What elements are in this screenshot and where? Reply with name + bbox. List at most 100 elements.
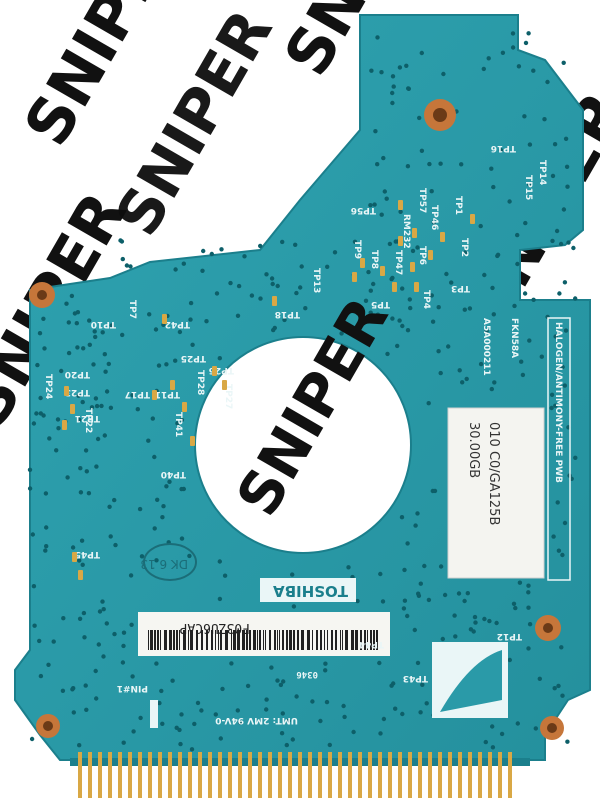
via — [43, 491, 49, 496]
connector-pin — [148, 752, 152, 798]
via — [55, 417, 61, 422]
tp-label: TP43 — [403, 673, 428, 683]
via — [566, 240, 571, 245]
barcode-bar — [257, 630, 258, 650]
via — [192, 721, 197, 727]
via — [539, 354, 544, 359]
tp-label: TP23 — [65, 387, 90, 397]
via — [275, 283, 280, 289]
connector-pin — [78, 752, 82, 798]
tp-label: TP56 — [351, 205, 376, 215]
via — [522, 114, 527, 119]
via — [417, 115, 422, 121]
barcode-bar — [289, 630, 292, 650]
via — [405, 541, 410, 546]
via — [363, 298, 369, 303]
barcode-bar — [231, 630, 232, 650]
tp-label: TP45 — [75, 549, 100, 559]
connector-pin — [368, 752, 372, 798]
via — [491, 184, 496, 190]
via — [401, 606, 407, 611]
via — [429, 189, 434, 194]
via-holes — [27, 31, 578, 752]
via — [170, 678, 175, 683]
via — [397, 318, 402, 323]
connector-pin — [108, 752, 112, 798]
via — [179, 712, 184, 717]
barcode-bar — [274, 630, 276, 650]
connector-pin — [188, 752, 192, 798]
via — [291, 604, 297, 609]
tp-label: TP18 — [275, 309, 300, 319]
via — [294, 694, 299, 699]
via — [422, 563, 427, 569]
via — [341, 703, 346, 709]
via — [472, 614, 478, 620]
smd-pad — [380, 266, 385, 276]
via — [94, 696, 99, 701]
via — [293, 242, 298, 247]
via — [93, 334, 98, 340]
via — [419, 148, 425, 153]
via — [178, 741, 183, 747]
via — [112, 631, 117, 637]
via — [187, 553, 192, 559]
via — [400, 323, 405, 329]
via — [219, 247, 224, 252]
via — [481, 66, 486, 72]
smd-pad — [440, 232, 445, 242]
via — [526, 583, 531, 588]
via — [81, 610, 87, 616]
via — [100, 599, 105, 604]
via — [390, 100, 395, 106]
connector-pin — [138, 752, 142, 798]
via — [526, 590, 531, 595]
smd-pad — [352, 272, 357, 282]
via — [527, 182, 532, 187]
barcode-bar — [316, 630, 318, 650]
via — [200, 268, 205, 273]
via — [271, 327, 276, 333]
via — [269, 276, 275, 281]
via — [37, 331, 43, 336]
smd-pad — [428, 250, 433, 260]
tp-label: TP21 — [75, 413, 100, 423]
via — [412, 627, 417, 633]
via — [486, 56, 491, 61]
via — [47, 436, 52, 441]
barcode-bar — [176, 630, 178, 650]
via — [431, 220, 437, 225]
barcode-bar — [307, 630, 310, 650]
via — [29, 736, 35, 742]
via — [478, 361, 484, 367]
via — [372, 202, 377, 207]
sticker-line-1: 010 C0/GA125B — [486, 422, 501, 525]
via — [438, 564, 444, 569]
via — [465, 591, 470, 596]
connector-pin — [278, 752, 282, 798]
via — [270, 281, 275, 287]
via — [438, 161, 443, 166]
via — [373, 129, 378, 134]
barcode-bar — [211, 630, 213, 650]
smd-pad — [222, 380, 227, 390]
via — [464, 376, 469, 382]
smd-pad — [162, 314, 167, 324]
via — [510, 45, 516, 50]
via — [74, 321, 80, 326]
test-point-labels: TP16 TP14 TP15 TP56 TP57 TP46 TP1 TP2 TP… — [43, 143, 547, 683]
tp-label: TP8 — [369, 250, 379, 269]
via — [38, 673, 44, 679]
via — [436, 349, 441, 354]
via — [175, 421, 180, 426]
via — [375, 35, 380, 40]
via — [76, 417, 82, 422]
via — [545, 79, 550, 85]
via — [131, 729, 136, 734]
barcode-bar — [237, 630, 240, 650]
via — [177, 329, 183, 335]
tp-label: TP46 — [429, 205, 439, 230]
via — [159, 688, 164, 694]
via — [294, 290, 299, 296]
